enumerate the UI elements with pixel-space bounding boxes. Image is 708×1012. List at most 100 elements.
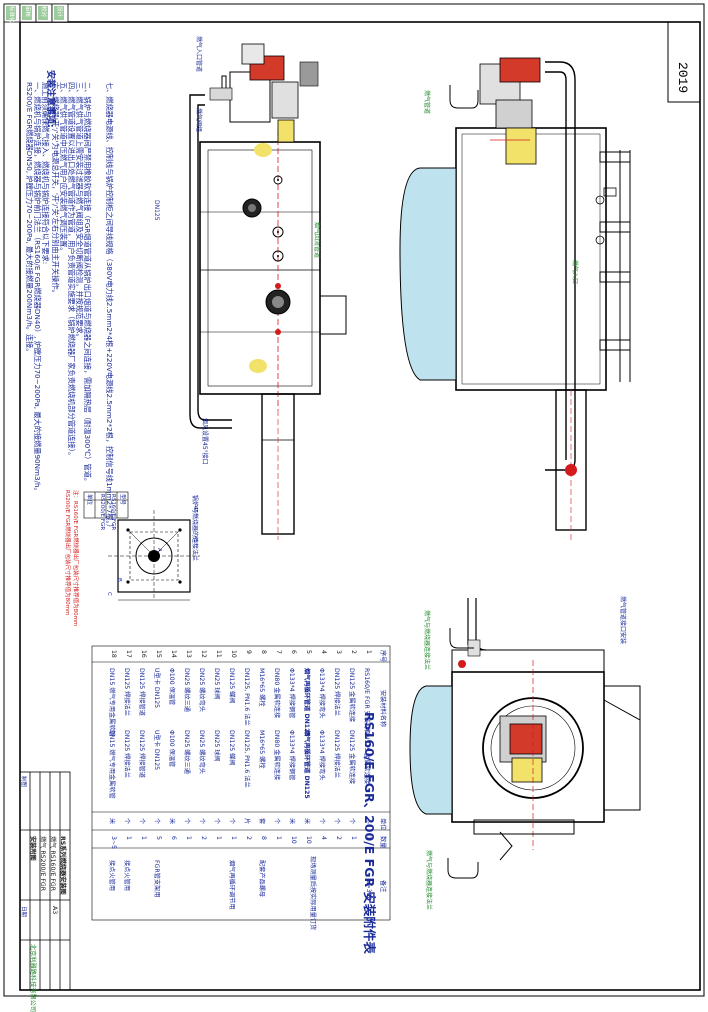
bom-cell: DN125 金属软连接	[348, 730, 355, 785]
bom-cell: 米	[108, 818, 115, 825]
bom-cell: 3~5	[110, 836, 117, 850]
bom-cell: DN25 螺纹弯头	[198, 730, 205, 774]
bom-cell: Φ133*4 焊接钢管	[288, 668, 295, 719]
bom-cell: 7	[275, 650, 282, 654]
bom-cell: 2	[200, 836, 207, 840]
bom-table-grid	[91, 645, 391, 921]
bom-cell: 个	[348, 818, 355, 825]
bom-cell: DN125 金属软连接	[363, 730, 370, 785]
bom-cell: 4	[320, 836, 327, 840]
bom-cell: 5	[155, 836, 162, 840]
bom-cell: 个	[183, 818, 190, 825]
bom-cell: 2	[350, 650, 357, 654]
bom-cell: 1	[230, 836, 237, 840]
side-view	[399, 57, 631, 540]
front-bottom-callout: 燃气与燃烧器连接法兰	[425, 850, 432, 911]
bom-cell: DN25 螺纹弯头	[198, 668, 205, 712]
bom-cell: 1	[365, 836, 372, 840]
bom-cell: DN125 焊接法兰	[123, 668, 130, 716]
margin-label: 审核	[24, 6, 30, 18]
title-model-2: 燃气 RS200/E FGR	[39, 836, 46, 891]
bom-cell: 个	[123, 818, 130, 825]
page-number: 2019	[675, 62, 690, 94]
title-model-1: 燃气 RS160/E FGR	[49, 836, 56, 891]
bom-cell: DN125 蝶阀	[228, 668, 235, 704]
bom-cell: DN125 焊接管道	[138, 668, 145, 716]
bom-cell: 个	[153, 818, 160, 825]
margin-label: 制图	[20, 776, 26, 788]
flange-letter: A	[156, 548, 162, 552]
bom-cell: M16*65 螺栓	[258, 668, 265, 707]
bom-cell: 4	[320, 650, 327, 654]
bom-cell: 米	[288, 818, 295, 825]
flange-angle-right: 45°	[192, 536, 198, 546]
bom-cell: 8	[260, 650, 267, 654]
spec-header: 型号	[119, 494, 125, 506]
bom-cell: L=300	[365, 880, 372, 901]
flange-letter: C	[106, 592, 112, 596]
front-top-callout: 燃气管道接口安装	[619, 596, 626, 645]
flange-detail	[108, 510, 200, 601]
bom-cell: 11	[215, 650, 222, 658]
flue-callout: 烟气回流管道	[313, 222, 320, 259]
bom-cell: 10	[305, 836, 312, 844]
bom-cell: DN80 金属软连接	[273, 730, 280, 781]
page-number-box	[667, 21, 701, 103]
note-line: 七、燃烧器电源线、控制线与锅炉控制柜之间导线规格（380V电力线2.5mm2*4…	[105, 82, 114, 532]
bom-cell: 18	[110, 650, 117, 658]
bom-cell: 烟气再循环管道 DN125	[303, 730, 310, 799]
title-block-grid	[19, 771, 71, 991]
bom-cell: RS160/E FGR 安装材料	[363, 668, 370, 736]
note-line: 六、燃烧器'开'/'关'为电源总开关，'开'/'关'左右分别由主开关操作。	[51, 82, 60, 297]
bom-cell: DN15 燃气专用金属软管	[108, 730, 115, 799]
margin-label: 设计	[56, 6, 62, 18]
bom-cell: Φ133*4 焊接钢管	[288, 730, 295, 781]
bom-cell: 1	[275, 836, 282, 840]
bom-cell: Φ133*4 焊接弯头	[318, 730, 325, 781]
bom-cell: 现场测量后按实际用量订货	[309, 856, 316, 931]
bom-cell: U型卡 DN125	[153, 730, 160, 771]
title-drawing-type: 安装附图	[29, 836, 36, 861]
bom-cell: 2	[335, 836, 342, 840]
bom-cell: 3	[335, 650, 342, 654]
spec-header: RS200/E FGR	[99, 494, 105, 531]
bom-cell: 6	[170, 836, 177, 840]
bom-cell: 15	[155, 650, 162, 658]
title-company: 北京利雅路科技有限公司	[29, 944, 36, 1012]
title-scale: A3	[51, 906, 58, 915]
bom-cell: DN125 蝶阀	[228, 730, 235, 766]
side-top-callout: 燃气管道	[423, 90, 430, 115]
bom-cell: U型卡 DN125	[153, 668, 160, 709]
bom-cell: 配套产品螺母	[258, 860, 265, 898]
bom-cell: 1	[215, 836, 222, 840]
explosion-note: 烟风设置45°接口	[201, 418, 208, 465]
bom-header: 数量	[379, 836, 386, 849]
spec-header: RS160/E FGR	[110, 494, 116, 531]
bom-cell: DN25 球阀	[213, 668, 220, 700]
bom-header: 备注	[379, 880, 386, 893]
bom-cell: 个	[213, 818, 220, 825]
bom-cell: 套	[258, 818, 265, 825]
bom-cell: 9	[245, 650, 252, 654]
left-callout-mid: 燃气入口管道	[195, 36, 202, 73]
bom-header: 序号	[379, 650, 386, 663]
bom-cell: DN25 螺纹三通	[183, 730, 190, 774]
margin-label: 标准化	[8, 6, 14, 23]
gas-inlet-callout: 燃气入口	[571, 260, 578, 285]
bom-cell: DN125 金属软连接	[348, 668, 355, 723]
margin-strip-green	[6, 6, 64, 20]
spec-header: 单位	[86, 494, 92, 506]
bom-cell: DN15 燃气专用金属软管	[108, 668, 115, 737]
side-bottom-callout: 燃气与燃烧器连接法兰	[423, 610, 430, 671]
bom-cell: 1	[350, 836, 357, 840]
bom-cell: M16*65 螺栓	[258, 730, 265, 769]
margin-label: 日期	[20, 906, 26, 918]
bom-cell: 12	[200, 650, 207, 658]
bom-cell: DN125, PN1.6 法兰	[243, 730, 250, 788]
bom-header: 安装材料名称	[379, 690, 386, 728]
bom-cell: DN125 焊接管道	[138, 730, 145, 778]
bom-cell: DN125 焊接法兰	[333, 730, 340, 778]
bom-cell: 个	[198, 818, 205, 825]
